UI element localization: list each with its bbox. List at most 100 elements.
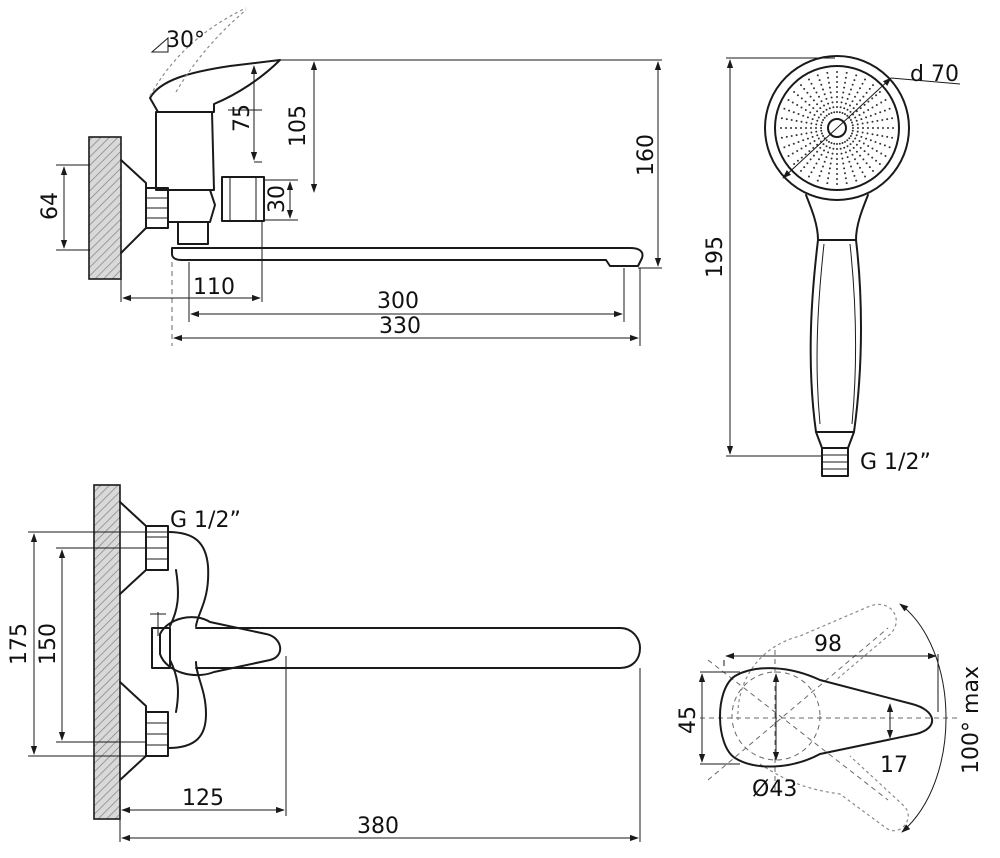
shower-nozzle bbox=[790, 135, 793, 137]
shower-nozzle bbox=[888, 107, 891, 110]
shower-nozzle bbox=[800, 133, 803, 136]
shower-nozzle bbox=[809, 111, 812, 114]
shower-nozzle bbox=[795, 127, 797, 129]
shower-nozzle bbox=[804, 100, 807, 103]
shower-nozzle bbox=[805, 132, 808, 135]
shower-nozzle bbox=[793, 91, 796, 93]
shower-nozzle bbox=[846, 108, 849, 111]
shower-nozzle bbox=[836, 91, 838, 93]
shower-nozzle bbox=[822, 119, 825, 121]
shower-nozzle bbox=[844, 113, 846, 116]
shower-head-outer bbox=[764, 55, 910, 201]
dim-centers: 150 bbox=[36, 623, 61, 665]
shower-nozzle bbox=[795, 134, 798, 137]
shower-nozzle bbox=[822, 110, 825, 113]
shower-nozzle bbox=[848, 93, 851, 96]
shower-nozzle bbox=[809, 142, 812, 145]
shower-nozzle bbox=[841, 157, 844, 160]
shower-nozzle bbox=[880, 101, 883, 104]
shower-nozzle bbox=[813, 87, 815, 90]
shower-nozzle bbox=[860, 118, 863, 121]
shower-nozzle bbox=[844, 102, 847, 105]
shower-nozzle bbox=[810, 122, 813, 125]
shower-nozzle bbox=[823, 93, 826, 96]
shower-nozzle bbox=[859, 146, 862, 149]
shower-nozzle bbox=[864, 78, 866, 81]
shower-nozzle bbox=[815, 123, 818, 126]
wall-section bbox=[88, 136, 122, 280]
shower-nozzle bbox=[846, 139, 849, 142]
shower-nozzle bbox=[855, 134, 858, 137]
shower-nozzle bbox=[817, 137, 820, 140]
shower-nozzle bbox=[851, 170, 854, 173]
shower-nozzle bbox=[818, 158, 820, 161]
shower-nozzle bbox=[852, 140, 855, 143]
shower-nozzle bbox=[879, 111, 882, 114]
shower-nozzle bbox=[820, 170, 823, 173]
shower-nozzle bbox=[882, 127, 884, 129]
shower-nozzle bbox=[800, 84, 802, 87]
shower-nozzle bbox=[874, 113, 877, 115]
shower-nozzle bbox=[820, 83, 823, 86]
side-view: 30° 75 105 160 30 64 110 300 330 bbox=[38, 7, 662, 346]
shower-nozzle bbox=[812, 107, 815, 110]
shower-nozzle bbox=[812, 146, 815, 149]
shower-nozzle bbox=[862, 95, 865, 98]
shower-nozzle bbox=[827, 102, 830, 105]
lever-ghost-position bbox=[149, 7, 247, 97]
shower-nozzle bbox=[854, 158, 856, 161]
shower-nozzle bbox=[871, 106, 874, 109]
shower-nozzle bbox=[808, 78, 810, 81]
lever-handle bbox=[149, 59, 281, 113]
shower-nozzle bbox=[871, 120, 874, 123]
shower-nozzle bbox=[833, 142, 836, 145]
spout-top bbox=[195, 627, 641, 669]
shower-nozzle bbox=[816, 103, 819, 106]
shower-nozzle bbox=[826, 182, 829, 185]
shower-nozzle bbox=[875, 150, 878, 152]
shower-nozzle bbox=[846, 97, 849, 100]
shower-nozzle bbox=[836, 111, 838, 113]
shower-nozzle bbox=[844, 81, 846, 84]
shower-nozzle bbox=[849, 104, 851, 107]
shower-nozzle bbox=[787, 99, 790, 101]
shower-nozzle bbox=[808, 103, 811, 106]
shower-nozzle bbox=[808, 150, 811, 153]
shower-nozzle bbox=[862, 111, 865, 114]
shower-nozzle bbox=[819, 146, 822, 149]
shower-nozzle bbox=[836, 158, 838, 160]
shower-nozzle bbox=[842, 162, 845, 165]
dim-spout-length: 300 bbox=[377, 289, 419, 314]
shower-nozzle bbox=[867, 100, 870, 103]
shower-nozzle bbox=[822, 143, 825, 146]
dim-shower-diameter-line bbox=[782, 77, 892, 179]
shower-nozzle bbox=[868, 166, 871, 169]
dim-spout-reach: 330 bbox=[379, 314, 421, 339]
shower-nozzle bbox=[867, 153, 870, 156]
shower-nozzle bbox=[878, 91, 881, 93]
shower-nozzle bbox=[828, 140, 830, 143]
shower-nozzle bbox=[883, 144, 886, 147]
shower-nozzle bbox=[809, 158, 812, 161]
shower-nozzle bbox=[844, 140, 846, 143]
shower-nozzle bbox=[841, 96, 844, 99]
shower-nozzle bbox=[833, 111, 836, 114]
dim-connector-height: 30 bbox=[265, 185, 290, 213]
shower-nozzle bbox=[851, 124, 854, 127]
shower-nozzle bbox=[859, 87, 861, 90]
shower-head-face bbox=[774, 65, 900, 191]
shower-nozzle bbox=[836, 76, 838, 78]
shower-nozzle bbox=[790, 127, 792, 129]
shower-nozzle bbox=[851, 153, 854, 156]
shower-nozzle bbox=[810, 171, 813, 174]
shower-nozzle bbox=[792, 111, 795, 114]
shower-nozzle bbox=[828, 167, 831, 170]
shower-nozzle bbox=[815, 130, 818, 133]
shower-nozzle bbox=[862, 142, 865, 145]
shower-nozzle bbox=[836, 168, 838, 170]
dim-spout-height: 105 bbox=[286, 105, 311, 147]
shower-nozzle bbox=[852, 107, 855, 110]
shower-nozzle bbox=[780, 136, 783, 139]
wall-flange bbox=[120, 159, 147, 254]
shower-nozzle bbox=[856, 123, 859, 126]
